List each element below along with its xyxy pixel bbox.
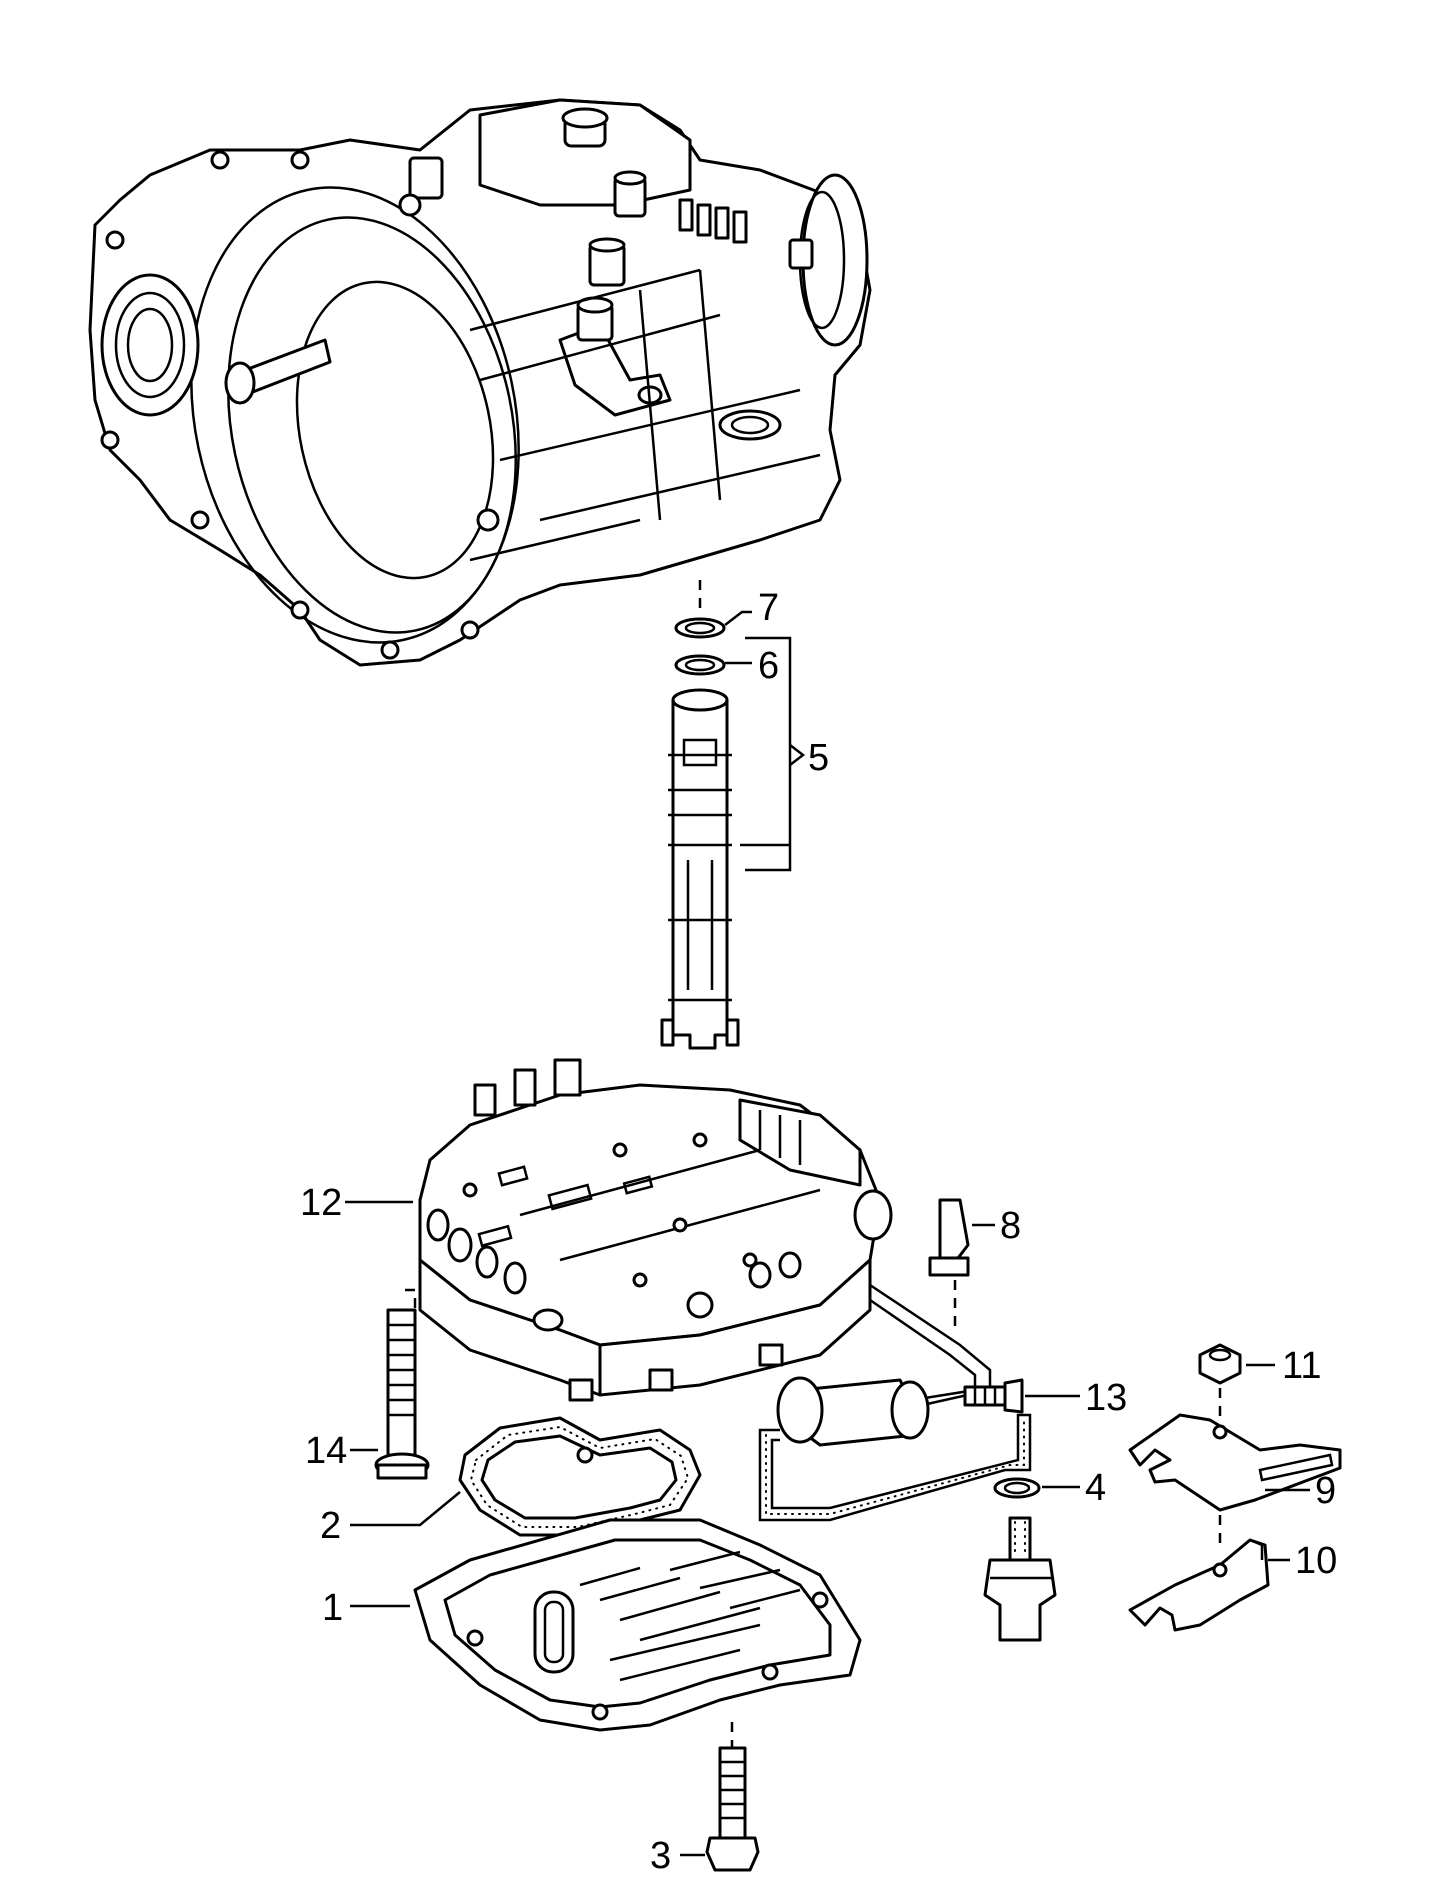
bolt-14 [374,1288,430,1480]
callout-14: 14 [305,1430,347,1472]
bolt-13 [963,1378,1024,1414]
bracket-9 [1128,1413,1342,1545]
callout-7: 7 [758,587,779,629]
seal-ring-6 [674,654,726,676]
callout-13: 13 [1085,1377,1127,1419]
callout-3: 3 [650,1835,671,1877]
callout-labels: 7 6 5 12 8 13 11 14 4 9 2 10 1 3 [300,587,1337,1877]
gasket [458,1416,702,1537]
valve-body [418,1058,893,1402]
bracket-10 [1128,1538,1270,1632]
callout-5: 5 [808,737,829,779]
callout-8: 8 [1000,1205,1021,1247]
oil-pan [413,1518,862,1732]
nut-11 [1198,1343,1242,1420]
callout-4: 4 [1085,1467,1106,1509]
wiring-harness [758,1198,1057,1642]
strainer-assembly [660,580,806,1050]
clip-8 [928,1198,970,1330]
seal-ring-7 [674,617,726,639]
callout-2: 2 [320,1505,341,1547]
callout-6: 6 [758,645,779,687]
bolt-3 [705,1722,760,1872]
transmission-housing [88,98,872,667]
sensor [983,1516,1057,1642]
leader-lines [345,610,1310,1857]
callout-9: 9 [1315,1470,1336,1512]
callout-1: 1 [322,1587,343,1629]
callout-12: 12 [300,1182,342,1224]
callout-10: 10 [1295,1540,1337,1582]
callout-11: 11 [1282,1345,1321,1387]
seal-ring-4 [993,1477,1041,1499]
